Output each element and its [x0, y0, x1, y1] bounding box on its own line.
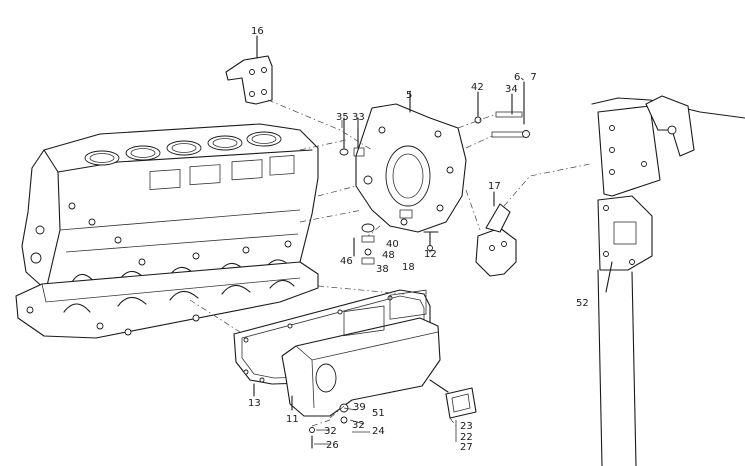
- part-labels: 16 35 33 5 42 34 6、7 17 40 12 46 48 18 3…: [248, 26, 589, 453]
- fasteners-34-42-6-7: [457, 81, 530, 149]
- label-12: 12: [424, 249, 437, 260]
- bracket-17: [475, 191, 517, 277]
- label-40: 40: [386, 239, 399, 250]
- label-35: 35: [336, 112, 349, 123]
- inspection-cover: [429, 379, 477, 419]
- bed-plate: [15, 261, 319, 339]
- label-51: 51: [372, 408, 385, 419]
- oil-pan-11: [281, 289, 441, 417]
- label-32-right: 32: [352, 420, 365, 431]
- label-48: 48: [382, 250, 395, 261]
- label-32-left: 32: [324, 426, 337, 437]
- label-46: 46: [340, 256, 353, 267]
- bracket-16: [225, 35, 273, 105]
- label-24: 24: [372, 426, 385, 437]
- label-39: 39: [353, 402, 366, 413]
- fastener-cluster-lower: [353, 223, 439, 265]
- engine-block: [21, 123, 319, 291]
- label-52: 52: [576, 298, 589, 309]
- label-38: 38: [376, 264, 389, 275]
- label-26: 26: [326, 440, 339, 451]
- plate-52: [591, 95, 745, 466]
- label-33: 33: [352, 112, 365, 123]
- label-34: 34: [505, 84, 518, 95]
- label-42: 42: [471, 82, 484, 93]
- callout-ticks: [314, 120, 457, 445]
- label-22: 22: [460, 432, 473, 443]
- label-16: 16: [251, 26, 264, 37]
- flywheel-housing-5: [355, 91, 467, 233]
- label-27: 27: [460, 442, 473, 453]
- label-11: 11: [286, 414, 299, 425]
- label-6-7: 6、7: [514, 72, 537, 83]
- label-5: 5: [406, 90, 412, 101]
- label-18: 18: [402, 262, 415, 273]
- label-17: 17: [488, 181, 501, 192]
- label-13: 13: [248, 398, 261, 409]
- leader-lines: [189, 99, 591, 427]
- label-23: 23: [460, 421, 473, 432]
